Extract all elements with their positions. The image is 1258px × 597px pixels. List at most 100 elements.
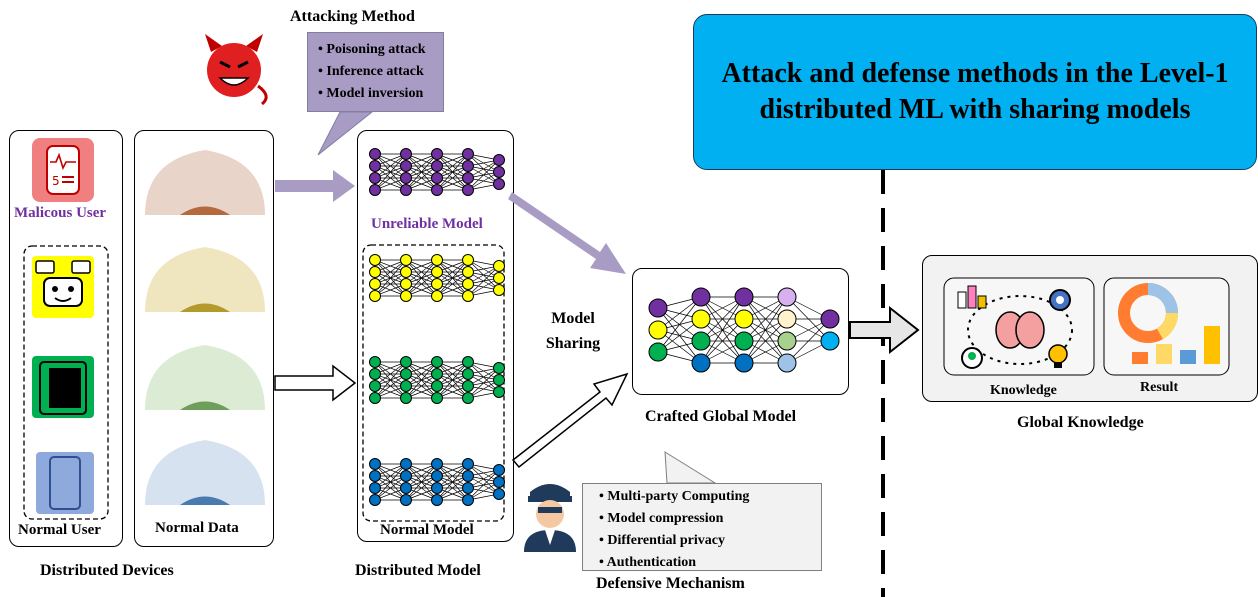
network-node [431, 160, 443, 172]
network-node [462, 458, 474, 470]
network-node [369, 368, 381, 380]
network-node [400, 470, 412, 482]
network-node [493, 464, 505, 476]
network-node [369, 458, 381, 470]
network-node [400, 278, 412, 290]
network-node [691, 331, 711, 351]
network-node [734, 353, 754, 373]
knowledge-label: Knowledge [990, 383, 1057, 398]
distributed-devices-caption: Distributed Devices [40, 562, 174, 579]
data-fan-blue [145, 440, 265, 505]
network-node [462, 184, 474, 196]
network-node [431, 278, 443, 290]
network-node [369, 184, 381, 196]
network-node [648, 342, 668, 362]
network-node [493, 272, 505, 284]
network-node [493, 476, 505, 488]
network-node [462, 392, 474, 404]
network-node [400, 458, 412, 470]
network-node [648, 320, 668, 340]
network-node [493, 386, 505, 398]
normal-model-label: Normal Model [380, 522, 474, 538]
normal-model-network-yellow [369, 254, 505, 302]
data-fan-brown [145, 150, 265, 215]
network-node [369, 290, 381, 302]
network-node [431, 458, 443, 470]
network-node [369, 172, 381, 184]
network-node [462, 356, 474, 368]
network-node [462, 494, 474, 506]
network-node [400, 184, 412, 196]
network-node [400, 368, 412, 380]
network-node [369, 356, 381, 368]
network-node [820, 331, 840, 351]
network-node [431, 494, 443, 506]
network-node [462, 172, 474, 184]
network-node [462, 368, 474, 380]
network-node [820, 309, 840, 329]
result-label: Result [1140, 380, 1179, 395]
normal-data-label: Normal Data [155, 520, 239, 536]
network-node [493, 260, 505, 272]
network-node [493, 166, 505, 178]
network-node [400, 356, 412, 368]
normal-model-network-green [369, 356, 505, 404]
network-node [777, 331, 797, 351]
network-node [369, 482, 381, 494]
defense-item: Multi-party Computing [599, 486, 821, 508]
attack-heading: Attacking Method [290, 8, 415, 25]
global-knowledge-caption: Global Knowledge [1017, 414, 1144, 431]
network-node [462, 160, 474, 172]
network-node [400, 392, 412, 404]
network-node [431, 356, 443, 368]
robot-icon [32, 256, 94, 318]
brain-icon [967, 295, 1073, 365]
defense-item: Model compression [599, 508, 821, 530]
network-node [648, 298, 668, 318]
network-node [431, 470, 443, 482]
network-node [369, 494, 381, 506]
network-node [369, 148, 381, 160]
network-node [400, 160, 412, 172]
network-node [493, 284, 505, 296]
network-node [431, 392, 443, 404]
network-node [400, 172, 412, 184]
network-node [431, 380, 443, 392]
unreliable-model-label: Unreliable Model [371, 216, 483, 232]
officer-icon [524, 484, 576, 552]
network-node [369, 160, 381, 172]
attack-box: Poisoning attack Inference attack Model … [307, 32, 444, 112]
network-node [400, 494, 412, 506]
network-node [431, 482, 443, 494]
network-node [431, 368, 443, 380]
donut-chart-icon [1118, 283, 1179, 343]
attack-item: Inference attack [318, 61, 443, 83]
network-node [431, 184, 443, 196]
defense-heading: Defensive Mechanism [596, 575, 745, 592]
network-node [462, 148, 474, 160]
network-node [462, 278, 474, 290]
network-node [734, 287, 754, 307]
neural-networks [369, 148, 840, 506]
smartwatch-icon: 5 [32, 138, 94, 202]
network-node [734, 309, 754, 329]
network-node [400, 290, 412, 302]
network-node [369, 380, 381, 392]
malicious-user-label: Malicous User [14, 205, 107, 221]
diagram-title: Attack and defense methods in the Level-… [693, 14, 1257, 170]
network-node [462, 290, 474, 302]
network-node [493, 362, 505, 374]
network-node [691, 353, 711, 373]
network-node [462, 470, 474, 482]
white-arrow-to-global [511, 372, 629, 469]
purple-arrow-to-model [275, 170, 355, 202]
defense-callout-tail [664, 451, 717, 484]
attack-callout-tail [317, 111, 374, 156]
defense-box: Multi-party Computing Model compression … [582, 483, 822, 571]
network-node [691, 287, 711, 307]
network-node [400, 266, 412, 278]
column-chart-icon [1132, 326, 1220, 364]
network-node [777, 309, 797, 329]
network-node [431, 172, 443, 184]
